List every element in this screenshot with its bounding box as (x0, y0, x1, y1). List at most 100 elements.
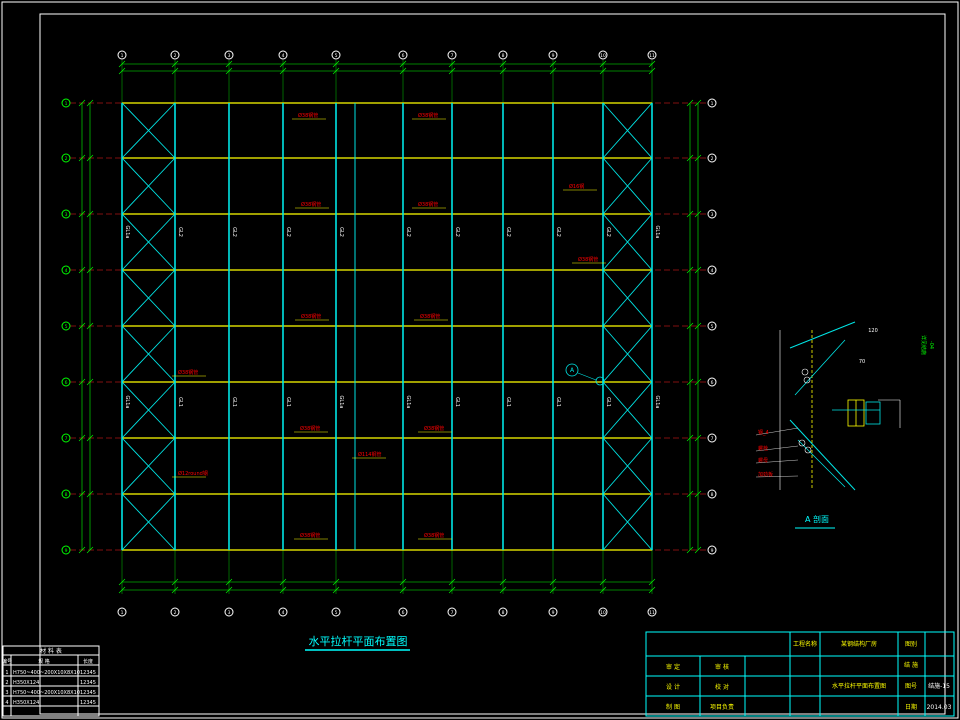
dimension-tick (686, 434, 694, 442)
grid-bubble-right (707, 545, 717, 555)
dimension-tick (694, 99, 702, 107)
grid-bubble-top (498, 50, 508, 60)
grid-col-label: 7 (451, 53, 454, 59)
grid-bubble-bottom (117, 607, 127, 617)
dimension-tick (86, 434, 94, 442)
material-table-header-no: 编号 (2, 658, 12, 665)
tie-callout-label: Ø16钢 (569, 183, 584, 190)
grid-col-label: 8 (502, 53, 505, 59)
rafter-label: GL2 (605, 227, 611, 237)
grid-row-label: 4 (65, 268, 68, 274)
rafter-label: GL1 (231, 397, 237, 407)
dimension-tick (86, 154, 94, 162)
tie-callout-label: Ø38钢管 (300, 532, 320, 539)
grid-bubble-top (398, 50, 408, 60)
cross-brace (121, 102, 176, 159)
bolt-icon (801, 368, 809, 376)
grid-bubble-left (61, 433, 71, 443)
rafter-label: GL1a (124, 226, 130, 239)
detail-rafter (789, 321, 856, 349)
cross-brace (602, 437, 653, 495)
title-block-project-label: 工程名称 (793, 640, 817, 648)
dimension-tick (686, 154, 694, 162)
grid-col-label: 7 (451, 610, 454, 616)
grid-bubble-top (447, 50, 457, 60)
dimension-tick (86, 378, 94, 386)
callout-leader (755, 459, 799, 464)
material-row-spec: H350X124 (13, 680, 39, 686)
tie-callout-label: Ø38钢管 (418, 201, 438, 208)
detail-callout-label: 螺栓 (758, 445, 768, 452)
grid-bubble-top (331, 50, 341, 60)
grid-bubble-bottom (447, 607, 457, 617)
grid-col-label: 10 (600, 53, 606, 59)
grid-bubble-bottom (278, 607, 288, 617)
title-block-drawing-no-label: 图号 (905, 683, 917, 690)
grid-row-label: 1 (65, 101, 68, 107)
detail-marker (565, 363, 579, 377)
material-table-header-spec: 规 格 (38, 658, 50, 665)
rafter-label: GL1 (285, 397, 291, 407)
grid-bubble-bottom (548, 607, 558, 617)
material-row-no: 4 (5, 700, 8, 706)
detail-callout-label: 螺母 (758, 457, 768, 464)
material-row-len: 12345 (80, 690, 96, 696)
detail-brace (794, 339, 846, 396)
grid-col-label: 8 (502, 610, 505, 616)
grid-row-label: 3 (711, 212, 714, 218)
dimension-tick (86, 266, 94, 274)
material-row-no: 1 (5, 670, 8, 676)
grid-bubble-left (61, 265, 71, 275)
tie-callout-label: Ø12round钢 (178, 470, 208, 477)
dimension-tick (686, 378, 694, 386)
grid-row-label: 7 (711, 436, 714, 442)
title-block-date-value: 2014.03 (927, 704, 952, 711)
tie-callout-label: Ø114钢管 (358, 451, 381, 458)
detail-marker-leader (577, 372, 597, 381)
rafter-label: GL1a (654, 226, 660, 239)
grid-bubble-right (707, 489, 717, 499)
title-block: 工程名称 某钢结构厂房 水平拉杆平面布置图 图别 结 施 图号 结施-15 日期… (645, 631, 955, 717)
grid-row-label: 8 (65, 492, 68, 498)
rafter-label: GL1 (177, 397, 183, 407)
tie-callout-label: Ø38钢管 (178, 369, 198, 376)
grid-col-label: 5 (335, 53, 338, 59)
title-block-sheet-label: 图别 (905, 640, 917, 648)
dimension-tick (78, 546, 86, 554)
tie-callout-label: Ø38钢管 (301, 313, 321, 320)
material-row-spec: H750~400~200X10X8X10 (13, 670, 80, 676)
cross-brace (121, 381, 176, 439)
grid-col-label: 11 (649, 53, 655, 59)
dimension-tick (86, 322, 94, 330)
sheet-inner-border (39, 13, 946, 715)
grid-row-label: 9 (711, 548, 714, 554)
dimension-tick (694, 546, 702, 554)
dimension-tick (78, 322, 86, 330)
material-table-header-len: 长度 (83, 658, 93, 665)
rafter-label: GL2 (505, 227, 511, 237)
grid-col-label: 1 (121, 53, 124, 59)
rafter-label: GL1a (405, 396, 411, 409)
grid-col-label: 11 (649, 610, 655, 616)
cross-brace (121, 325, 176, 383)
grid-bubble-top (170, 50, 180, 60)
dimension-tick (686, 322, 694, 330)
grid-bubble-bottom (398, 607, 408, 617)
rafter-label: GL2 (285, 227, 291, 237)
dimension-tick (78, 266, 86, 274)
rafter-label: GL2 (454, 227, 460, 237)
cross-brace (602, 493, 653, 551)
tie-callout-label: Ø38钢管 (578, 256, 598, 263)
dimension-tick (694, 322, 702, 330)
grid-bubble-left (61, 209, 71, 219)
grid-col-label: 2 (174, 610, 177, 616)
rafter-label: GL1 (555, 397, 561, 407)
material-row-no: 2 (5, 680, 8, 686)
callout-leader (755, 475, 799, 478)
grid-col-label: 6 (402, 53, 405, 59)
dimension-tick (78, 490, 86, 498)
grid-bubble-right (707, 153, 717, 163)
rafter-label: GL1a (654, 396, 660, 409)
